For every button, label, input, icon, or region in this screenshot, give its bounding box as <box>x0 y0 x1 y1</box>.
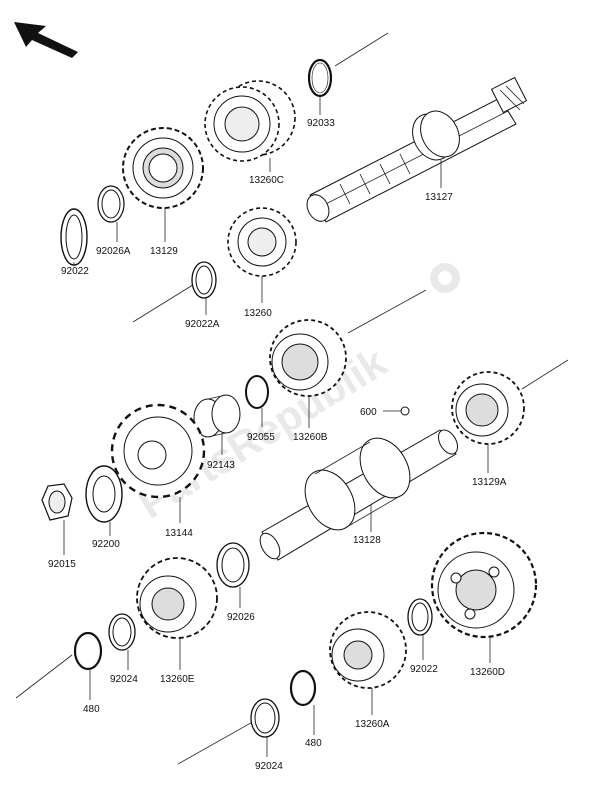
label-92022-top[interactable]: 92022 <box>61 266 89 277</box>
washer-92024-bottom[interactable] <box>250 698 280 738</box>
leader-lines <box>63 96 491 757</box>
label-92022-bottom[interactable]: 92022 <box>410 664 438 675</box>
nut-92015[interactable] <box>41 483 73 521</box>
assembly-guide-lines <box>15 32 569 765</box>
washer-92026[interactable] <box>216 542 250 588</box>
washer-92022-bottom[interactable] <box>407 598 433 636</box>
gear-13260D[interactable] <box>430 531 538 639</box>
label-13260D[interactable]: 13260D <box>470 667 505 678</box>
label-13127[interactable]: 13127 <box>425 192 453 203</box>
circlip-92033[interactable] <box>307 58 333 98</box>
lockwasher-92200[interactable] <box>85 465 123 523</box>
label-92024-bottom[interactable]: 92024 <box>255 761 283 772</box>
label-600[interactable]: 600 <box>360 407 377 418</box>
label-92143[interactable]: 92143 <box>207 460 235 471</box>
gear-13260E[interactable] <box>136 557 218 639</box>
shaft-gear-13127 <box>412 110 460 161</box>
label-13144[interactable]: 13144 <box>165 528 193 539</box>
shaft-13128[interactable] <box>256 427 461 562</box>
washer-92022-top[interactable] <box>60 208 88 266</box>
part-labels: 92033 13260C 13127 92026A 13129 92022 92… <box>48 118 507 772</box>
label-13260A[interactable]: 13260A <box>355 719 390 730</box>
gear-13260[interactable] <box>227 207 297 277</box>
label-13129[interactable]: 13129 <box>150 246 178 257</box>
label-13260C[interactable]: 13260C <box>249 175 284 186</box>
label-13129A[interactable]: 13129A <box>472 477 507 488</box>
shaft-13127[interactable] <box>303 76 528 225</box>
washer-92022A[interactable] <box>191 261 217 299</box>
shaft-spline-13127 <box>490 76 528 114</box>
label-13260B[interactable]: 13260B <box>293 432 328 443</box>
grease-600[interactable] <box>400 406 410 416</box>
collar-92143[interactable] <box>193 394 241 438</box>
gear-13260A[interactable] <box>329 611 407 689</box>
gear-13129A[interactable] <box>451 371 525 445</box>
label-92024-left[interactable]: 92024 <box>110 674 138 685</box>
shaft-gear-13128 <box>304 437 411 531</box>
gear-13260C[interactable] <box>204 80 296 162</box>
label-13260E[interactable]: 13260E <box>160 674 195 685</box>
circlip-480-bottom[interactable] <box>289 669 317 707</box>
gear-13260B[interactable] <box>269 319 347 397</box>
front-direction-arrow-icon <box>14 22 78 58</box>
label-480-left[interactable]: 480 <box>83 704 100 715</box>
label-13260[interactable]: 13260 <box>244 308 272 319</box>
watermark-gear-icon <box>430 263 460 293</box>
label-92026A[interactable]: 92026A <box>96 246 131 257</box>
label-92015[interactable]: 92015 <box>48 559 76 570</box>
label-92022A[interactable]: 92022A <box>185 319 220 330</box>
gear-13129[interactable] <box>122 127 204 209</box>
label-92033[interactable]: 92033 <box>307 118 335 129</box>
label-92055[interactable]: 92055 <box>247 432 275 443</box>
washer-92026A[interactable] <box>97 185 125 223</box>
oring-92055[interactable] <box>245 375 269 409</box>
circlip-480-left[interactable] <box>73 631 103 671</box>
label-92200[interactable]: 92200 <box>92 539 120 550</box>
sprocket-13144[interactable] <box>110 403 206 499</box>
label-13128[interactable]: 13128 <box>353 535 381 546</box>
label-92026[interactable]: 92026 <box>227 612 255 623</box>
label-480-bottom[interactable]: 480 <box>305 738 322 749</box>
washer-92024-left[interactable] <box>108 613 136 651</box>
